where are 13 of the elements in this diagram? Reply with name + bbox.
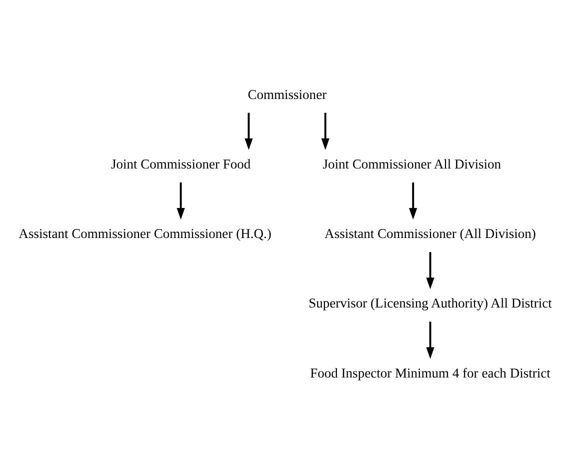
arrow (176, 182, 185, 220)
arrow (321, 112, 330, 150)
arrow (426, 252, 434, 289)
node-text: Commissioner (248, 86, 327, 102)
node-text: Joint Commissioner Food (110, 156, 251, 171)
arrow (244, 112, 253, 150)
node-text: Food Inspector Minimum 4 for each District (310, 364, 550, 380)
node-text: Assistant Commissioner Commissioner (H.Q.) (18, 226, 272, 241)
node-text: Joint Commissioner All Division (322, 156, 502, 171)
arrow (426, 321, 434, 358)
node-text: Supervisor (Licensing Authority) All District (308, 295, 552, 310)
arrow (409, 182, 418, 220)
node-text: Assistant Commissioner (All Division) (324, 226, 536, 241)
